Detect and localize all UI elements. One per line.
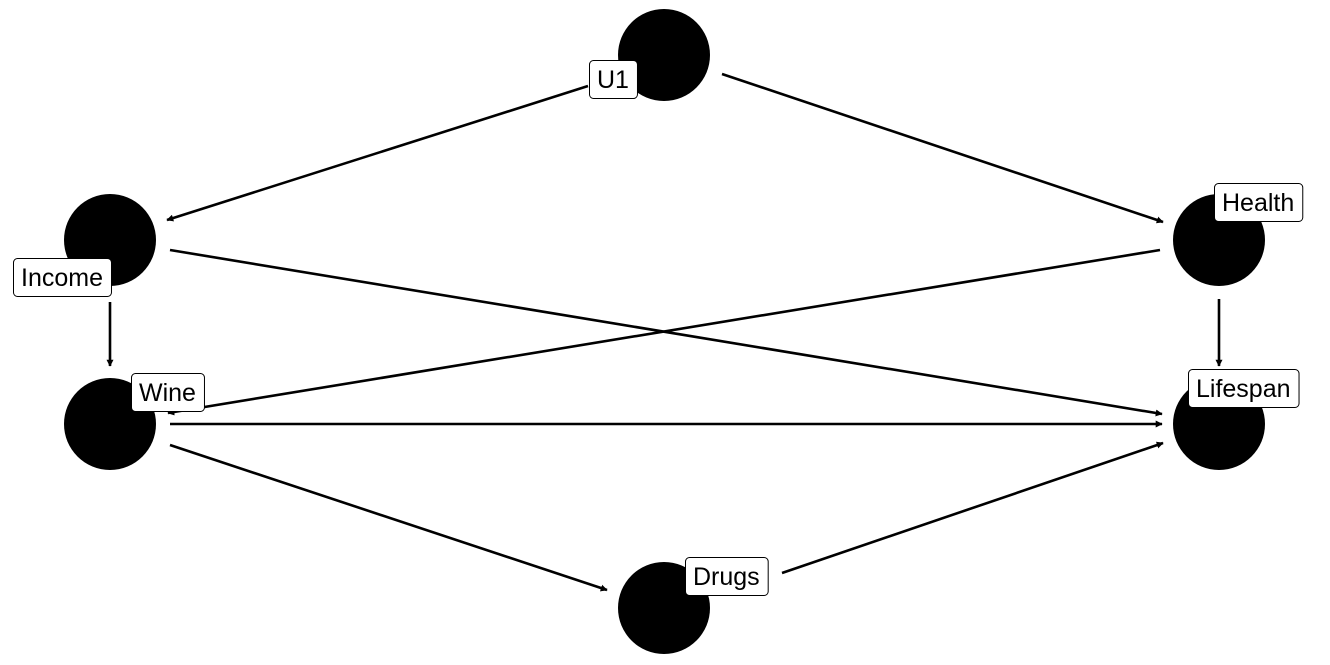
edge-wine-to-drugs: [169, 443, 608, 592]
node-label-wine: Wine: [131, 373, 205, 412]
node-label-box: [589, 60, 638, 99]
node-label-lifespan: Lifespan: [1188, 369, 1300, 408]
node-label-income: Income: [13, 258, 112, 297]
node-label-text: Drugs: [693, 563, 760, 591]
edge-health-to-wine: [167, 248, 1161, 416]
node-u1: [618, 9, 710, 101]
node-label-text: Lifespan: [1196, 375, 1291, 403]
node-label-box: [1188, 369, 1300, 408]
edge-u1-to-income: [166, 84, 589, 222]
node-label-text: Health: [1222, 189, 1294, 217]
node-label-text: U1: [597, 66, 629, 94]
node-label-box: [685, 557, 769, 596]
node-label-text: Wine: [139, 379, 196, 407]
node-label-u1: U1: [589, 60, 638, 99]
node-label-text: Income: [21, 264, 103, 292]
node-label-box: [1214, 183, 1304, 222]
edges-layer: [106, 72, 1223, 592]
edge-u1-to-health: [721, 72, 1164, 224]
edge-drugs-to-lifespan: [781, 441, 1164, 575]
node-label-box: [131, 373, 205, 412]
node-label-health: Health: [1214, 183, 1304, 222]
node-label-box: [13, 258, 112, 297]
node-label-drugs: Drugs: [685, 557, 769, 596]
